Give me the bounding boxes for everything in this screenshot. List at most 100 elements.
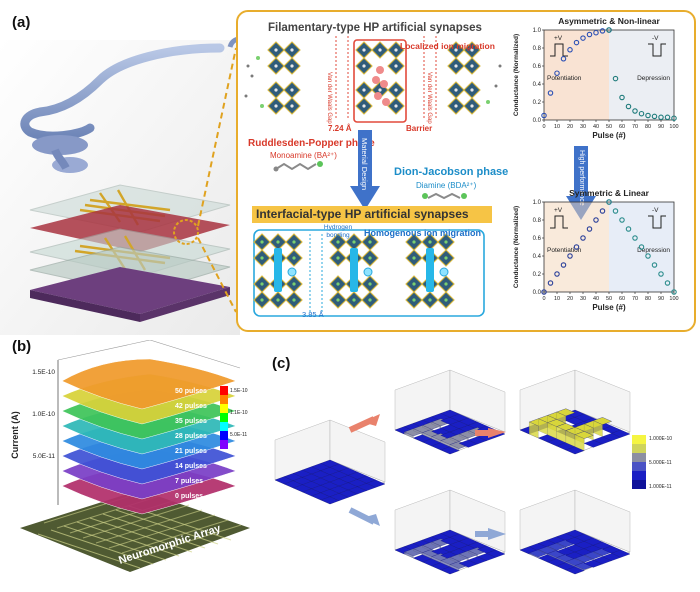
data-point (632, 108, 638, 114)
interfacial-title: Interfacial-type HP artificial synapses (256, 207, 469, 221)
layer-label: 35 pulses (175, 418, 207, 425)
data-point (580, 35, 586, 41)
layer-label: 42 pulses (175, 403, 207, 410)
data-point (567, 47, 573, 53)
data-point (651, 113, 658, 120)
heatmap-bar-side (449, 564, 460, 571)
data-point (593, 29, 599, 36)
x-tick-label: 20 (567, 124, 573, 130)
x-tick-label: 60 (619, 124, 625, 130)
x-tick-label: 90 (658, 124, 664, 130)
y-tick-label: 0.8 (533, 46, 542, 52)
y-tick-label: 1.0 (533, 200, 542, 206)
colorbar-label: 5.0E-11 (230, 432, 247, 438)
x-tick-label: 50 (606, 124, 612, 130)
x-tick-label: 70 (632, 124, 638, 130)
data-point (567, 253, 573, 259)
x-tick-label: 70 (632, 296, 638, 302)
data-point (580, 235, 586, 241)
positive-pulse-icon (550, 215, 568, 229)
data-point (586, 226, 593, 232)
negative-pulse-icon (648, 43, 666, 57)
heatmap-panels: 1.000E-105.000E-111.000E-11 (274, 369, 672, 575)
x-tick-label: 80 (645, 124, 651, 130)
arrow-head-right (488, 428, 506, 438)
array-line (115, 509, 219, 545)
distance-dj-label: 3.85 Å (302, 310, 324, 319)
current-axis-label: Current (A) (10, 411, 20, 459)
current-tick-label: 1.0E-10 (32, 411, 55, 418)
data-point (658, 271, 664, 277)
panel-b-label: (b) (12, 338, 32, 355)
y-tick-label: 0.6 (533, 236, 542, 242)
y-tick-label: 0.2 (533, 100, 542, 106)
localized-ion-migration-label: Localized ion migration (400, 41, 495, 51)
x-tick-label: 30 (580, 296, 586, 302)
colorbar-segment (220, 431, 228, 440)
colorbar-segment (220, 422, 228, 431)
interfacial-title-bg (252, 206, 492, 223)
data-point (612, 208, 619, 214)
data-point (625, 226, 632, 232)
x-axis-label: Pulse (#) (592, 303, 626, 312)
filamentary-title: Filamentary-type HP artificial synapses (268, 22, 482, 34)
heatmap-cell (366, 479, 386, 488)
colorbar-segment (632, 471, 646, 480)
array-line (76, 521, 180, 557)
diamine-molecule-icon (422, 192, 467, 200)
data-point (599, 28, 606, 34)
data-point (541, 112, 547, 119)
layer-label: 14 pulses (175, 463, 207, 470)
chart-title: Asymmetric & Non-linear (558, 16, 660, 26)
negative-pulse-icon (648, 215, 666, 229)
data-point (638, 110, 645, 117)
data-point (573, 39, 580, 46)
data-point (625, 103, 632, 110)
conductance-chart-nonlinear: Asymmetric & Non-linear0.00.20.40.60.81.… (513, 16, 679, 140)
current-layer (61, 358, 237, 410)
depression-bg (609, 30, 674, 120)
vdw-gap-label-1: Van der Waals Gap (326, 72, 332, 124)
plus-v-label: +V (554, 207, 563, 214)
layer-label: 28 pulses (175, 433, 207, 440)
plus-v-label: +V (554, 35, 563, 42)
data-point (638, 244, 645, 250)
minus-v-label: -V (652, 207, 659, 214)
heatmap-bar-side (449, 444, 460, 451)
data-point (645, 253, 651, 259)
back-axis (149, 340, 241, 369)
x-tick-label: 10 (554, 296, 560, 302)
layer-label: 50 pulses (175, 388, 207, 395)
y-tick-label: 0.4 (533, 254, 542, 260)
material-design-arrow (350, 130, 380, 210)
data-point (645, 112, 651, 119)
layer-label: 21 pulses (175, 448, 207, 455)
depression-label: Depression (637, 247, 670, 254)
array-line (89, 517, 193, 553)
data-point (664, 280, 671, 286)
positive-pulse-icon (550, 43, 568, 57)
heatmap-bar-side (574, 434, 585, 451)
data-point (586, 31, 593, 38)
data-point (671, 115, 677, 121)
heatmap-cell (611, 549, 631, 558)
data-point (573, 244, 580, 250)
y-tick-label: 0.0 (533, 118, 542, 124)
colorbar-segment (632, 435, 646, 444)
y-axis-label: Conductance (Normalized) (513, 206, 520, 288)
y-tick-label: 0.4 (533, 82, 542, 88)
current-tick-label: 5.0E-11 (33, 453, 56, 460)
data-point (541, 289, 547, 295)
data-point (606, 199, 612, 205)
colorbar-label: 1.1E-10 (230, 410, 248, 416)
array-line (95, 509, 203, 544)
x-tick-label: 40 (593, 296, 599, 302)
array-line (63, 525, 167, 561)
transition-arrow (348, 507, 376, 525)
y-tick-label: 0.8 (533, 218, 542, 224)
heatmap-panel (274, 419, 386, 505)
current-tick-label: 1.5E-10 (32, 369, 55, 376)
x-tick-label: 0 (542, 124, 545, 130)
colorbar-segment (220, 395, 228, 404)
